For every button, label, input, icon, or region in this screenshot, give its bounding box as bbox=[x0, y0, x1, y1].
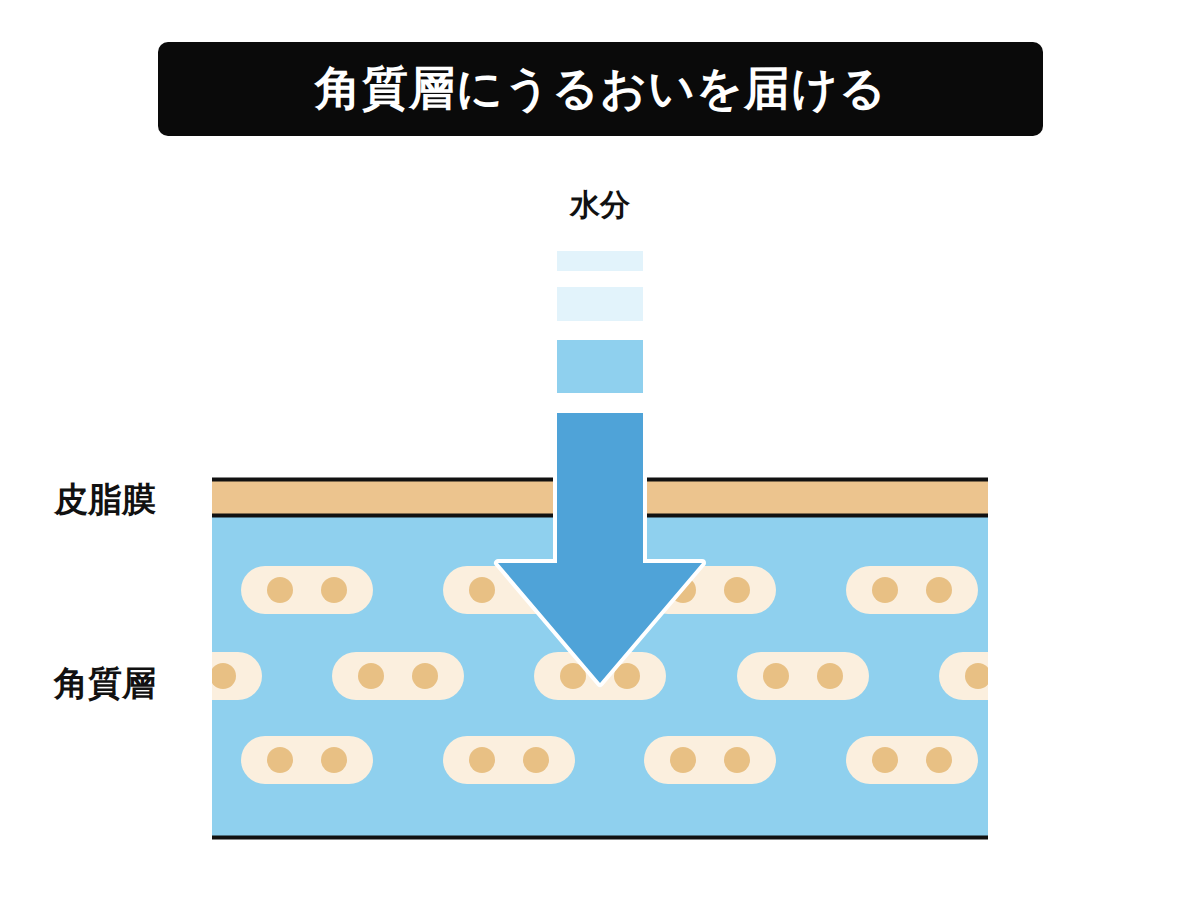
water-arrow bbox=[498, 413, 702, 683]
cell-dot bbox=[267, 577, 293, 603]
corneocyte bbox=[332, 652, 464, 700]
cell-dot bbox=[965, 663, 988, 689]
sebum-label: 皮脂膜 bbox=[54, 479, 156, 520]
water-dash bbox=[557, 251, 643, 271]
corneocyte bbox=[846, 736, 978, 784]
cell-body bbox=[332, 652, 464, 700]
cell-dot bbox=[523, 747, 549, 773]
cell-body bbox=[846, 736, 978, 784]
corneocyte bbox=[443, 736, 575, 784]
corneocyte bbox=[644, 736, 776, 784]
corneocyte bbox=[737, 652, 869, 700]
cell-body bbox=[443, 736, 575, 784]
cell-dot bbox=[321, 747, 347, 773]
cell-dot bbox=[670, 747, 696, 773]
cell-body bbox=[241, 566, 373, 614]
cell-dot bbox=[926, 577, 952, 603]
corneocyte bbox=[846, 566, 978, 614]
corneum-label: 角質層 bbox=[54, 663, 156, 704]
cell-body bbox=[939, 652, 988, 700]
cell-body bbox=[241, 736, 373, 784]
cell-dot bbox=[469, 577, 495, 603]
cell-body bbox=[737, 652, 869, 700]
cell-dot bbox=[358, 663, 384, 689]
corneocyte bbox=[241, 566, 373, 614]
water-dash bbox=[557, 340, 643, 393]
cell-body bbox=[846, 566, 978, 614]
cell-dot bbox=[412, 663, 438, 689]
cell-dot bbox=[817, 663, 843, 689]
corneocyte bbox=[939, 652, 988, 700]
title-banner: 角質層にうるおいを届ける bbox=[158, 42, 1043, 136]
cell-dot bbox=[872, 577, 898, 603]
cell-dot bbox=[212, 663, 236, 689]
water-label: 水分 bbox=[570, 187, 630, 223]
corneocyte bbox=[241, 736, 373, 784]
cell-dot bbox=[724, 577, 750, 603]
cell-dot bbox=[872, 747, 898, 773]
cell-dot bbox=[763, 663, 789, 689]
cell-body bbox=[644, 736, 776, 784]
cell-dot bbox=[724, 747, 750, 773]
title-text: 角質層にうるおいを届ける bbox=[315, 58, 887, 120]
cell-dot bbox=[267, 747, 293, 773]
cell-dot bbox=[926, 747, 952, 773]
cell-dot bbox=[469, 747, 495, 773]
corneum-bottom-line bbox=[212, 836, 988, 840]
corneocyte bbox=[212, 652, 262, 700]
water-dash bbox=[557, 287, 643, 321]
cell-body bbox=[212, 652, 262, 700]
cell-dot bbox=[321, 577, 347, 603]
